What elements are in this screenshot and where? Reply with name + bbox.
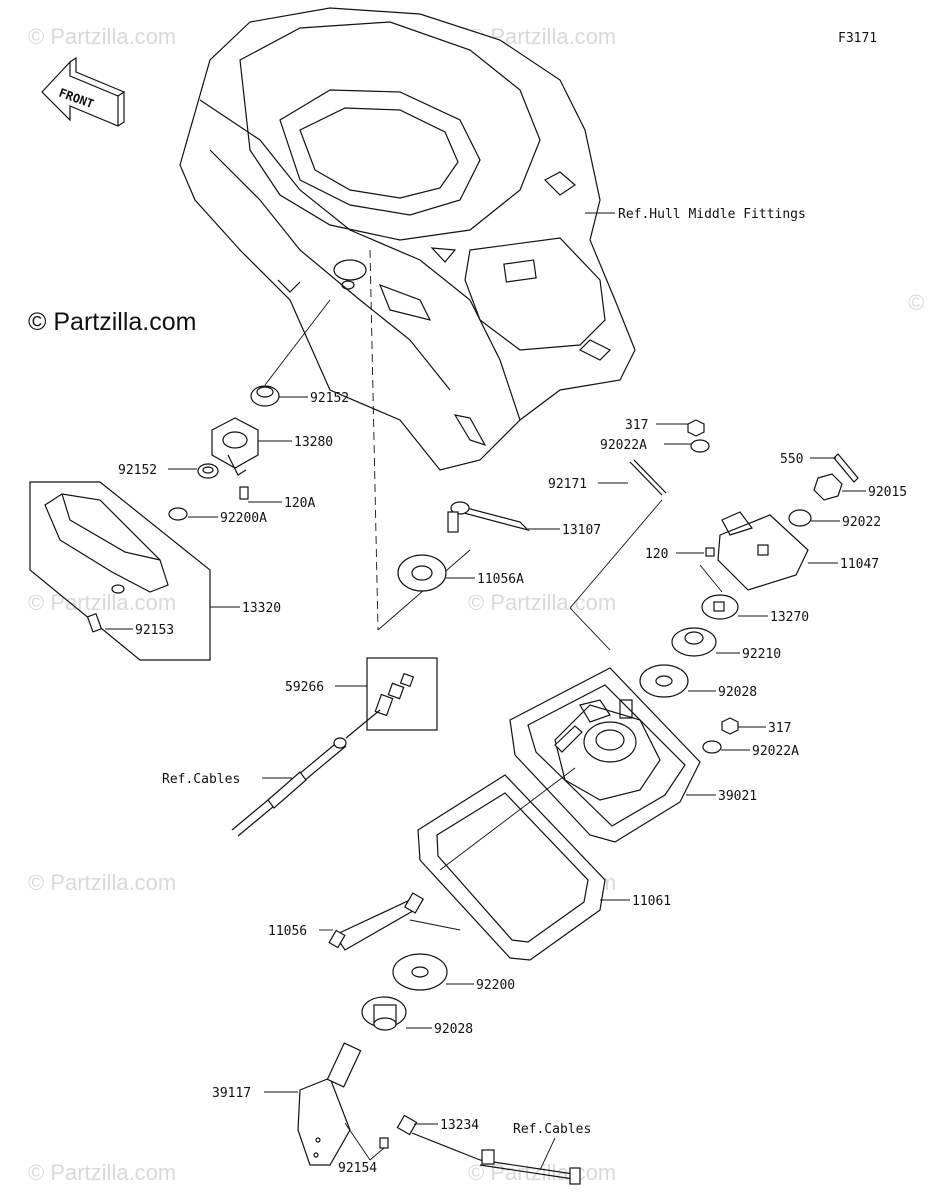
cable-2 bbox=[411, 1132, 581, 1185]
label-13280: 13280 bbox=[294, 435, 333, 450]
figure-code: F3171 bbox=[838, 31, 877, 46]
part-13234 bbox=[396, 1114, 418, 1136]
label-13234: 13234 bbox=[440, 1118, 479, 1133]
part-120-bolt bbox=[705, 547, 715, 557]
watermark: © Partzilla.com bbox=[28, 24, 176, 49]
watermarks: © Partzilla.com © Partzilla.com © Partzi… bbox=[28, 24, 928, 1185]
label-11056: 11056 bbox=[268, 924, 307, 939]
part-13320-cover bbox=[44, 493, 169, 594]
watermark: © Partzilla.com bbox=[28, 590, 176, 615]
part-317-nut-a bbox=[687, 419, 705, 437]
label-92152-b: 92152 bbox=[118, 463, 157, 478]
label-317-b: 317 bbox=[768, 721, 791, 736]
part-39021-housing bbox=[509, 667, 701, 843]
part-120a-screw bbox=[239, 486, 249, 500]
part-11056a-plate bbox=[397, 554, 447, 592]
watermark: © Partzilla.com bbox=[468, 590, 616, 615]
part-92210 bbox=[671, 627, 717, 657]
part-92152-grommet bbox=[250, 385, 280, 407]
part-92171-rod bbox=[629, 461, 663, 496]
ref-cables-label-1: Ref.Cables bbox=[162, 772, 240, 787]
label-11056a: 11056A bbox=[477, 572, 524, 587]
part-92022a-washer-2 bbox=[702, 740, 722, 754]
label-11061: 11061 bbox=[632, 894, 671, 909]
part-13280 bbox=[211, 417, 259, 476]
label-120a: 120A bbox=[284, 496, 315, 511]
label-39021: 39021 bbox=[718, 789, 757, 804]
partzilla-logo: © Partzilla.com bbox=[28, 308, 196, 336]
part-92152-grommet-b bbox=[197, 463, 219, 479]
label-92022a-2: 92022A bbox=[752, 744, 799, 759]
part-13270 bbox=[701, 594, 739, 620]
label-13270: 13270 bbox=[770, 610, 809, 625]
part-92028-spacer-a bbox=[639, 664, 689, 698]
cable-1 bbox=[231, 709, 381, 837]
label-92022: 92022 bbox=[842, 515, 881, 530]
part-92022-washer bbox=[788, 509, 812, 527]
part-11061-gasket bbox=[417, 774, 606, 961]
label-550: 550 bbox=[780, 452, 803, 467]
part-317-nut-b bbox=[721, 717, 739, 735]
label-92153: 92153 bbox=[135, 623, 174, 638]
front-arrow-icon: FRONT bbox=[41, 56, 125, 127]
part-39117-lever bbox=[297, 1042, 362, 1166]
watermark: © Partzilla.com bbox=[908, 290, 928, 315]
label-92015: 92015 bbox=[868, 485, 907, 500]
label-92200a: 92200A bbox=[220, 511, 267, 526]
part-92200a-washer bbox=[168, 507, 188, 521]
label-317-a: 317 bbox=[625, 418, 648, 433]
part-13320-frame bbox=[29, 481, 211, 661]
part-11056-bracket bbox=[328, 892, 425, 951]
part-59266-frame bbox=[366, 657, 438, 731]
part-11047-bracket bbox=[717, 511, 809, 591]
part-92154 bbox=[379, 1137, 389, 1149]
part-92015-nut bbox=[813, 473, 843, 501]
label-92210: 92210 bbox=[742, 647, 781, 662]
label-92171: 92171 bbox=[548, 477, 587, 492]
part-92153-screw bbox=[86, 613, 103, 633]
label-39117: 39117 bbox=[212, 1086, 251, 1101]
label-13320: 13320 bbox=[242, 601, 281, 616]
hull-middle-fittings bbox=[179, 7, 636, 471]
label-59266: 59266 bbox=[285, 680, 324, 695]
part-13107-lever bbox=[447, 501, 530, 533]
label-92028-b: 92028 bbox=[434, 1022, 473, 1037]
ref-hull-label: Ref.Hull Middle Fittings bbox=[618, 207, 806, 222]
part-92028-spacer-b bbox=[361, 996, 407, 1031]
label-92154: 92154 bbox=[338, 1161, 377, 1176]
ref-cables-label-2: Ref.Cables bbox=[513, 1122, 591, 1137]
watermark: © Partzilla.com bbox=[28, 870, 176, 895]
label-92152-a: 92152 bbox=[310, 391, 349, 406]
part-59266-joint bbox=[374, 672, 415, 717]
label-92022a-1: 92022A bbox=[600, 438, 647, 453]
part-550-pin bbox=[833, 453, 859, 483]
part-92200-washer bbox=[392, 953, 448, 991]
part-92022a-washer-1 bbox=[690, 439, 710, 453]
label-13107: 13107 bbox=[562, 523, 601, 538]
label-11047: 11047 bbox=[840, 557, 879, 572]
label-120: 120 bbox=[645, 547, 668, 562]
watermark: © Partzilla.com bbox=[28, 1160, 176, 1185]
label-92028-a: 92028 bbox=[718, 685, 757, 700]
label-92200: 92200 bbox=[476, 978, 515, 993]
